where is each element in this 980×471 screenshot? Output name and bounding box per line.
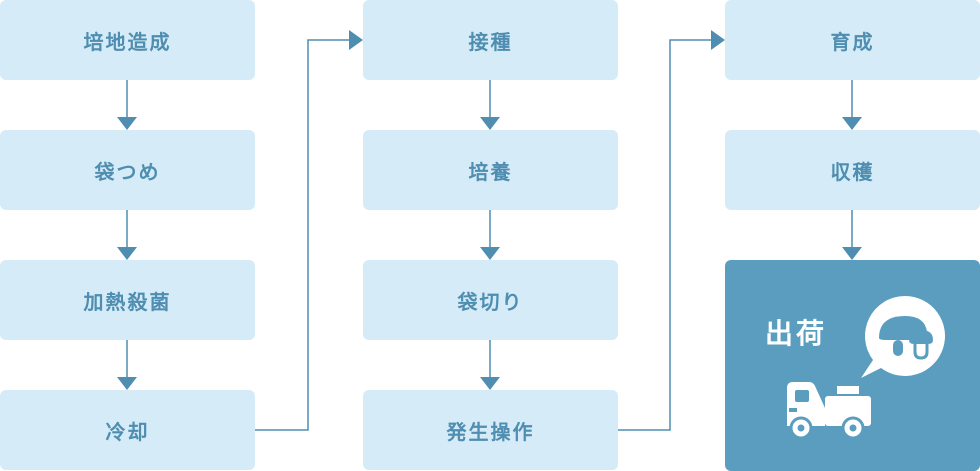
- step-box-c2-2: 培養: [363, 130, 618, 210]
- step-label: 加熱殺菌: [83, 289, 172, 314]
- final-step-label: 出荷: [765, 317, 828, 350]
- arrowhead-c2-3-4: [480, 377, 500, 390]
- arrowhead-col2-to-col3: [711, 30, 725, 50]
- arrowhead-c2-2-3: [480, 247, 500, 260]
- arrowhead-c3-2-final: [842, 247, 862, 260]
- step-box-c2-4: 発生操作: [363, 390, 618, 470]
- step-label: 袋切り: [457, 289, 524, 314]
- step-label: 発生操作: [446, 419, 535, 444]
- step-label: 接種: [468, 29, 513, 54]
- arrowhead-c1-3-4: [117, 377, 137, 390]
- step-box-c1-2: 袋つめ: [0, 130, 255, 210]
- step-label: 冷却: [105, 419, 150, 444]
- step-box-c2-3: 袋切り: [363, 260, 618, 340]
- step-box-c2-1: 接種: [363, 0, 618, 80]
- step-label: 育成: [830, 29, 875, 54]
- step-box-c1-3: 加熱殺菌: [0, 260, 255, 340]
- final-step-box: 出荷: [725, 260, 980, 471]
- step-label: 袋つめ: [94, 159, 161, 184]
- arrowhead-col1-to-col2: [349, 30, 363, 50]
- mushroom-speech-bubble-icon: [861, 296, 945, 378]
- step-box-c1-1: 培地造成: [0, 0, 255, 80]
- arrowhead-c1-1-2: [117, 117, 137, 130]
- step-label: 収穫: [830, 159, 875, 184]
- arrowhead-c2-1-2: [480, 117, 500, 130]
- connector-col2-to-col3: [618, 39, 712, 431]
- step-box-c3-2: 収穫: [725, 130, 980, 210]
- connector-col1-to-col2: [255, 39, 350, 431]
- arrowhead-c1-2-3: [117, 247, 137, 260]
- delivery-truck-icon: [787, 382, 871, 440]
- step-box-c3-1: 育成: [725, 0, 980, 80]
- arrowhead-c3-1-2: [842, 117, 862, 130]
- step-label: 培地造成: [83, 29, 172, 54]
- step-label: 培養: [468, 159, 513, 184]
- step-box-c1-4: 冷却: [0, 390, 255, 470]
